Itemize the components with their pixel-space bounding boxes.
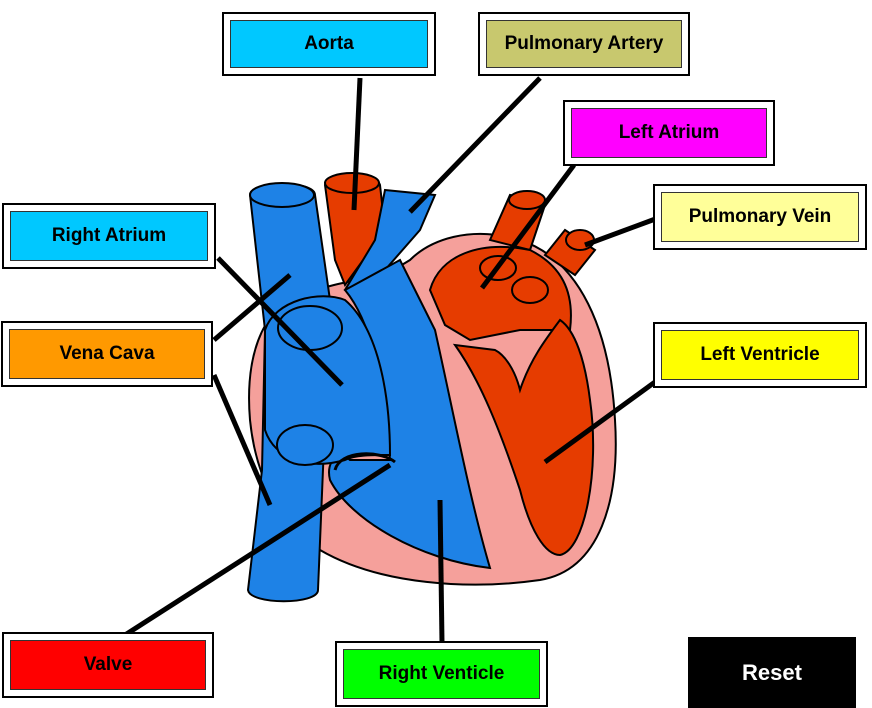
pulmonary-vein-upper-top: [508, 190, 546, 210]
label-box-valve[interactable]: Valve: [2, 632, 214, 698]
label-vena-cava[interactable]: Vena Cava: [9, 329, 205, 379]
vena-cava-top: [249, 182, 315, 208]
left-atrium-chamber: [428, 246, 572, 342]
left-ventricle-chamber: [452, 318, 595, 557]
label-box-right-ventricle[interactable]: Right Venticle: [335, 641, 548, 707]
label-aorta[interactable]: Aorta: [230, 20, 428, 68]
label-box-left-ventricle[interactable]: Left Ventricle: [653, 322, 867, 388]
label-left-atrium[interactable]: Left Atrium: [571, 108, 767, 158]
label-left-ventricle[interactable]: Left Ventricle: [661, 330, 859, 380]
label-valve[interactable]: Valve: [10, 640, 206, 690]
label-box-left-atrium[interactable]: Left Atrium: [563, 100, 775, 166]
leader-lines: [123, 76, 659, 644]
pulmonary-vein-lower: [543, 228, 597, 277]
label-box-right-atrium[interactable]: Right Atrium: [2, 203, 216, 269]
label-right-atrium[interactable]: Right Atrium: [10, 211, 208, 261]
label-right-ventricle[interactable]: Right Venticle: [343, 649, 540, 699]
left-atrium-opening-2: [511, 276, 549, 304]
label-box-vena-cava[interactable]: Vena Cava: [1, 321, 213, 387]
label-box-aorta[interactable]: Aorta: [222, 12, 436, 76]
label-pulmonary-artery[interactable]: Pulmonary Artery: [486, 20, 682, 68]
valve-shape: [333, 452, 396, 471]
label-pulmonary-vein[interactable]: Pulmonary Vein: [661, 192, 859, 242]
label-box-pulmonary-vein[interactable]: Pulmonary Vein: [653, 184, 867, 250]
aorta-top: [324, 172, 380, 194]
reset-button[interactable]: Reset: [688, 637, 856, 708]
label-box-pulmonary-artery[interactable]: Pulmonary Artery: [478, 12, 690, 76]
pulmonary-vein-lower-top: [565, 229, 595, 251]
right-atrium-opening-bottom: [276, 424, 334, 466]
